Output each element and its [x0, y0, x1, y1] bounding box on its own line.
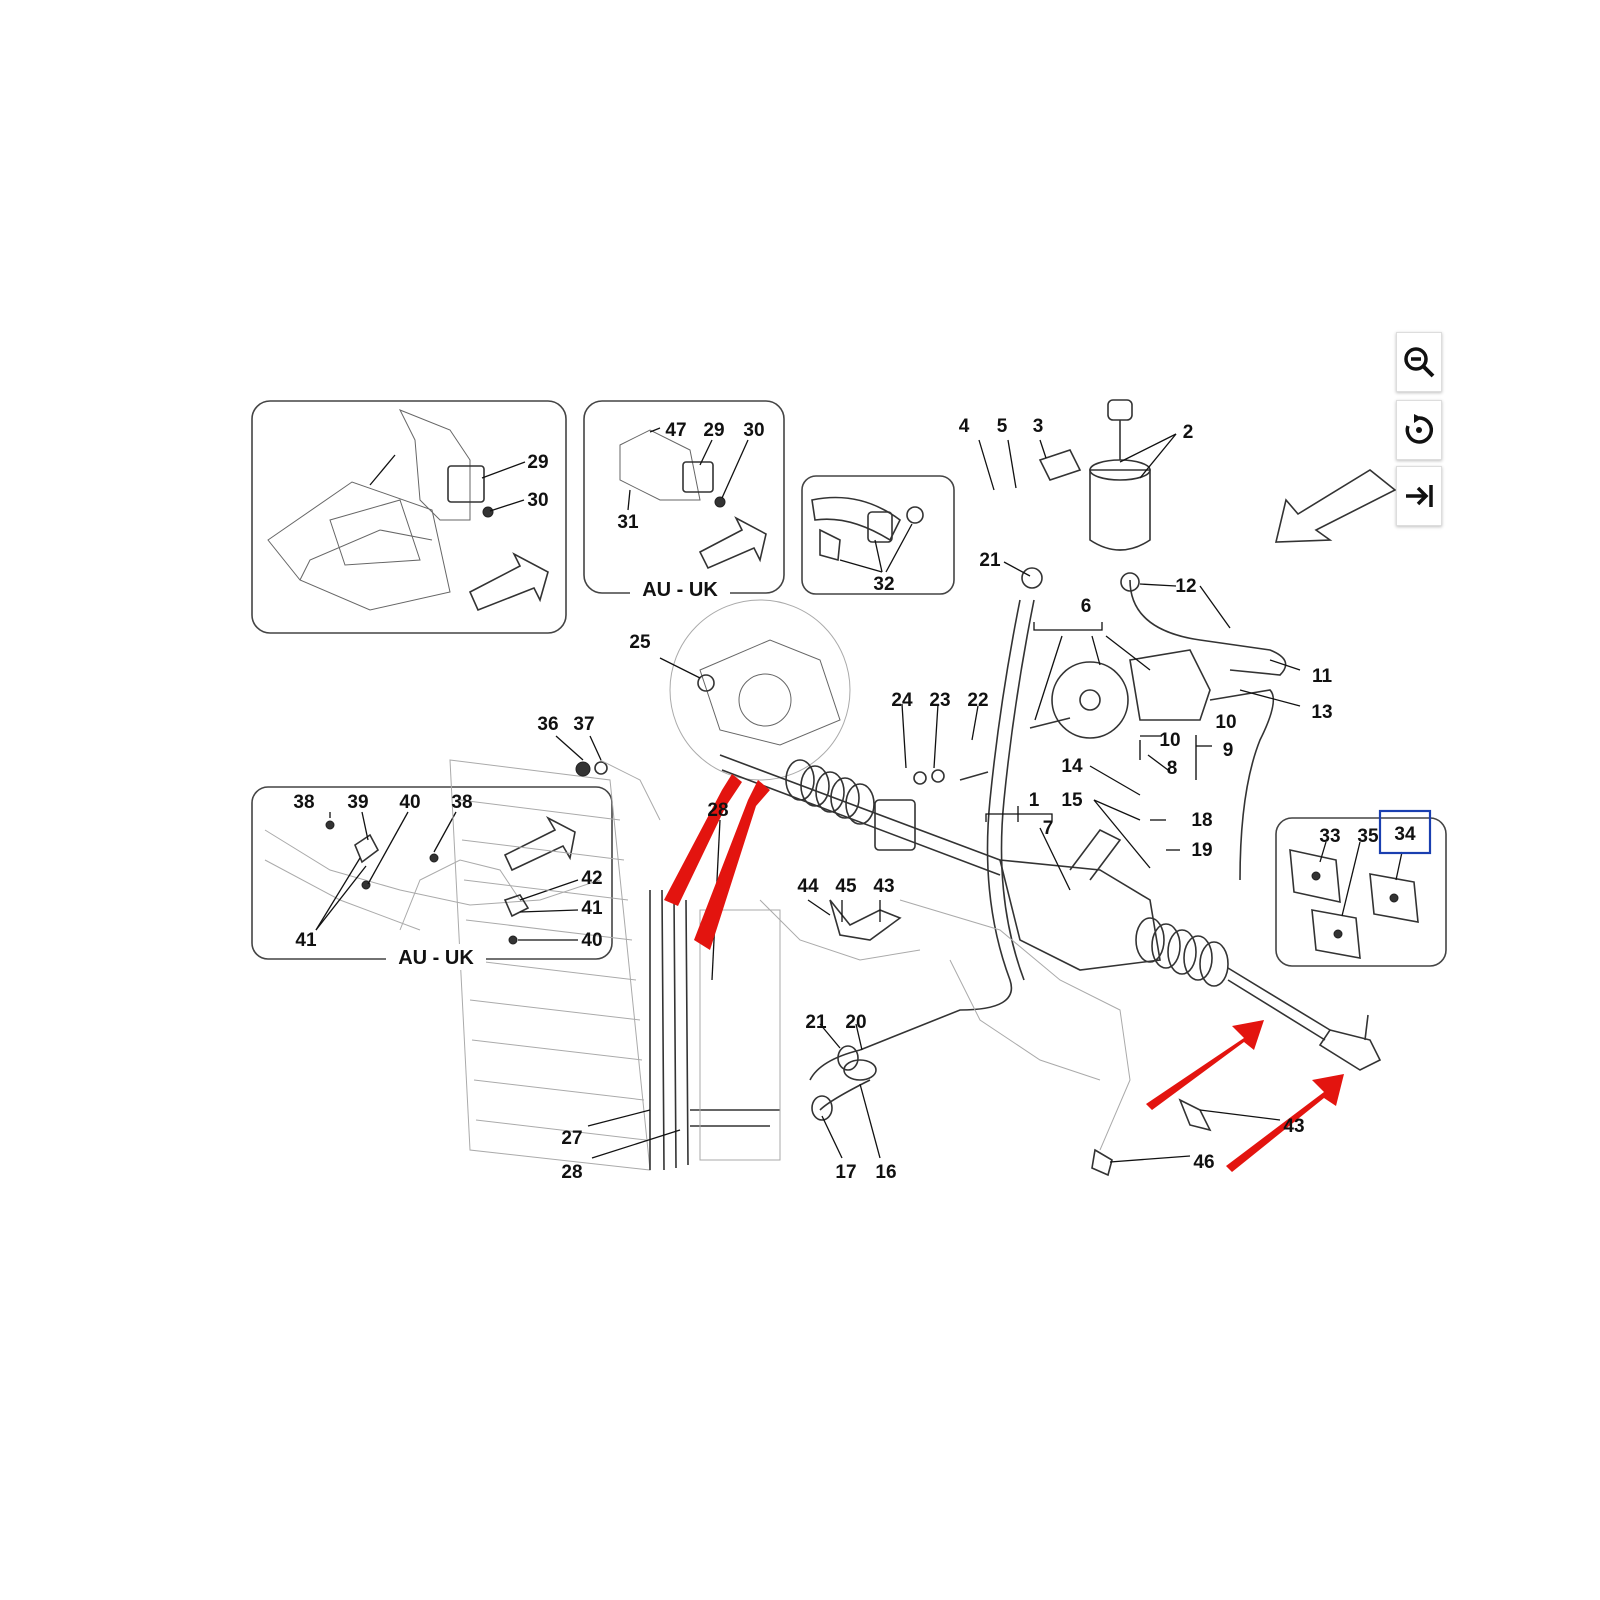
callout-20[interactable]: 20 [845, 1012, 866, 1033]
highlight-box [1378, 809, 1432, 855]
callout-10[interactable]: 10 [1215, 712, 1236, 733]
collapse-panel-icon [1406, 485, 1433, 507]
callout-47[interactable]: 47 [665, 420, 686, 441]
red-arrow-1 [664, 774, 742, 906]
callout-28[interactable]: 28 [707, 800, 728, 821]
callout-16[interactable]: 16 [875, 1162, 896, 1183]
callout-38[interactable]: 38 [451, 792, 472, 813]
callout-labels: 29 30 47 29 30 31 32 4 5 3 2 21 12 6 11 … [293, 416, 1416, 1183]
callout-40[interactable]: 40 [399, 792, 420, 813]
callout-7[interactable]: 7 [1043, 818, 1054, 839]
callout-46[interactable]: 46 [1193, 1152, 1214, 1173]
callout-23[interactable]: 23 [929, 690, 950, 711]
region-label-au-uk-bottom: AU - UK [398, 947, 474, 969]
callout-3[interactable]: 3 [1033, 416, 1044, 437]
callout-34[interactable]: 34 [1394, 824, 1416, 845]
callout-21[interactable]: 21 [805, 1012, 827, 1033]
callout-27[interactable]: 27 [561, 1128, 582, 1149]
callout-24[interactable]: 24 [891, 690, 913, 711]
red-arrows [664, 774, 1344, 1172]
callout-1[interactable]: 1 [1029, 790, 1040, 811]
callout-37[interactable]: 37 [573, 714, 594, 735]
callout-43[interactable]: 43 [1283, 1116, 1304, 1137]
callout-44[interactable]: 44 [797, 876, 819, 897]
callout-30[interactable]: 30 [743, 420, 764, 441]
callout-39[interactable]: 39 [347, 792, 368, 813]
callout-2[interactable]: 2 [1183, 422, 1194, 443]
region-label-au-uk-top: AU - UK [642, 579, 718, 601]
inset-plates-view [1275, 809, 1447, 967]
callout-11[interactable]: 11 [1312, 666, 1333, 687]
red-arrow-3 [1146, 1020, 1264, 1110]
callout-19[interactable]: 19 [1191, 840, 1212, 861]
callout-33[interactable]: 33 [1319, 826, 1340, 847]
callout-17[interactable]: 17 [835, 1162, 856, 1183]
inset-au-uk-frame [251, 786, 613, 960]
callout-10[interactable]: 10 [1159, 730, 1180, 751]
callout-38[interactable]: 38 [293, 792, 314, 813]
callout-12[interactable]: 12 [1175, 576, 1196, 597]
callout-30[interactable]: 30 [527, 490, 548, 511]
callout-4[interactable]: 4 [959, 416, 970, 437]
callout-41[interactable]: 41 [581, 898, 603, 919]
callout-5[interactable]: 5 [997, 416, 1008, 437]
inset-clamp-view [801, 475, 955, 595]
red-arrow-4 [1226, 1074, 1344, 1172]
callout-31[interactable]: 31 [617, 512, 639, 533]
callout-40[interactable]: 40 [581, 930, 602, 951]
callout-6[interactable]: 6 [1081, 596, 1092, 617]
callout-8[interactable]: 8 [1167, 758, 1178, 779]
rotate-icon [1405, 414, 1434, 444]
callout-35[interactable]: 35 [1357, 826, 1379, 847]
inset-bracket-view [251, 400, 567, 634]
callout-32[interactable]: 32 [873, 574, 894, 595]
callout-45[interactable]: 45 [835, 876, 857, 897]
callout-22[interactable]: 22 [967, 690, 988, 711]
inset-au-uk-bracket [583, 400, 785, 594]
region-labels: AU - UK AU - UK [386, 576, 730, 970]
callout-42[interactable]: 42 [581, 868, 602, 889]
callout-9[interactable]: 9 [1223, 740, 1234, 761]
callout-28[interactable]: 28 [561, 1162, 582, 1183]
callout-18[interactable]: 18 [1191, 810, 1212, 831]
callout-29[interactable]: 29 [703, 420, 724, 441]
callout-41[interactable]: 41 [295, 930, 317, 951]
zoom-out-icon [1404, 347, 1435, 378]
callout-21[interactable]: 21 [979, 550, 1001, 571]
zoom-out-button[interactable] [1396, 332, 1442, 392]
red-arrow-2 [694, 780, 770, 950]
callout-25[interactable]: 25 [629, 632, 651, 653]
direction-arrow [1274, 469, 1397, 543]
callout-13[interactable]: 13 [1311, 702, 1332, 723]
collapse-panel-button[interactable] [1396, 466, 1442, 526]
callout-29[interactable]: 29 [527, 452, 548, 473]
callout-15[interactable]: 15 [1061, 790, 1083, 811]
callout-14[interactable]: 14 [1061, 756, 1083, 777]
callout-36[interactable]: 36 [537, 714, 558, 735]
main-assembly [449, 399, 1382, 1177]
callout-43[interactable]: 43 [873, 876, 894, 897]
rotate-button[interactable] [1396, 400, 1442, 460]
